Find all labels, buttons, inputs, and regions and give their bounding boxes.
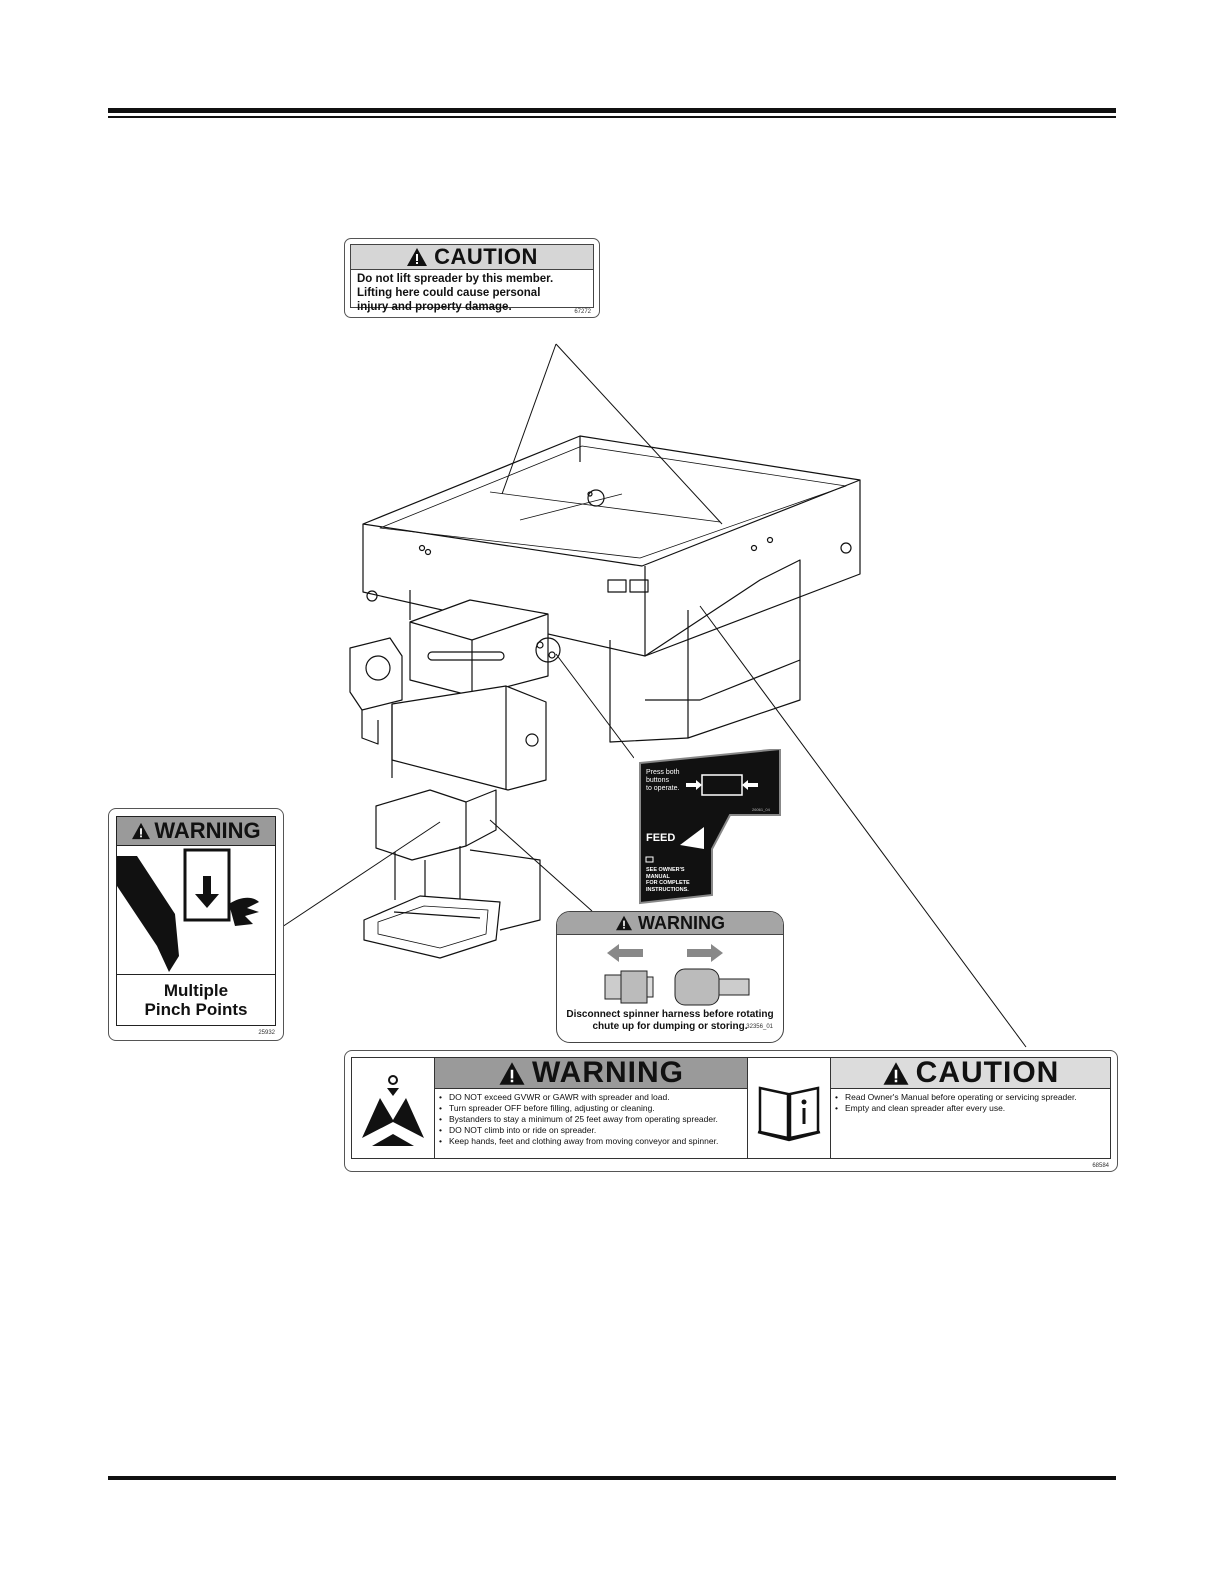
caution-item: Empty and clean spreader after every use… xyxy=(835,1103,1110,1114)
feed-see-line: INSTRUCTIONS. xyxy=(646,886,689,893)
warning-header: WARNING xyxy=(638,912,725,933)
feed-press-line: buttons xyxy=(646,777,669,784)
warning-item: Bystanders to stay a minimum of 25 feet … xyxy=(439,1114,747,1125)
hand-pinch-icon xyxy=(117,848,259,972)
feed-label-background xyxy=(639,749,781,905)
warning-spinner-decal: WARNING Disconnect spinner harness befor… xyxy=(556,911,784,1043)
caution-header: CAUTION xyxy=(915,1056,1060,1089)
warning-item: DO NOT exceed GVWR or GAWR with spreader… xyxy=(439,1092,747,1103)
feed-see-line: FOR COMPLETE xyxy=(646,880,690,886)
warning-triangle-icon xyxy=(499,1061,525,1085)
warning-line: Disconnect spinner harness before rotati… xyxy=(566,1009,774,1020)
feed-press-line: to operate. xyxy=(646,785,680,792)
warning-item: Turn spreader OFF before filling, adjust… xyxy=(439,1103,747,1114)
footer-rule xyxy=(108,1476,1116,1480)
warning-item: Keep hands, feet and clothing away from … xyxy=(439,1136,747,1147)
warning-header: WARNING xyxy=(154,818,261,843)
warning-line: Multiple xyxy=(163,981,229,1000)
spreader-symbol-icon xyxy=(362,1075,424,1146)
caution-lift-decal: CAUTION Do not lift spreader by this mem… xyxy=(344,238,600,318)
caution-line: injury and property damage. xyxy=(357,301,512,313)
warning-pinch-decal: WARNING Multiple Pinch Points 25932 xyxy=(108,808,284,1041)
warning-item: DO NOT climb into or ride on spreader. xyxy=(439,1125,747,1136)
warning-header: WARNING xyxy=(532,1056,684,1089)
warning-triangle-icon xyxy=(616,915,632,931)
decal-code: 25932 xyxy=(258,1030,275,1036)
feed-press-line: Press both xyxy=(646,769,680,776)
warning-line: Pinch Points xyxy=(144,1000,248,1019)
caution-line: Do not lift spreader by this member. xyxy=(357,273,554,285)
caution-header: CAUTION xyxy=(434,244,538,269)
connector-icon xyxy=(604,944,750,1006)
warning-triangle-icon xyxy=(132,822,151,840)
caution-line: Lifting here could cause personal xyxy=(357,287,541,299)
header-rule-thick xyxy=(108,108,1116,113)
warning-triangle-icon xyxy=(883,1061,909,1085)
warning-triangle-icon xyxy=(407,248,428,266)
decal-code: 68584 xyxy=(1092,1163,1109,1169)
decal-code: 67272 xyxy=(574,309,591,315)
arrow-icon xyxy=(607,944,643,962)
feed-see-line: MANUAL xyxy=(646,873,670,880)
feed-see-line: SEE OWNER'S xyxy=(646,867,685,873)
decal-code: 26061_04 xyxy=(752,807,770,812)
decal-code: 32356_01 xyxy=(746,1024,773,1030)
manual-book-icon xyxy=(757,1086,821,1142)
header-rule-thin xyxy=(108,116,1116,118)
safety-decal-main: WARNING DO NOT exceed GVWR or GAWR with … xyxy=(344,1050,1118,1172)
caution-item: Read Owner's Manual before operating or … xyxy=(835,1092,1110,1103)
feed-control-decal: Press both buttons to operate. FEED SEE … xyxy=(634,749,786,907)
arrow-icon xyxy=(687,944,723,962)
feed-title: FEED xyxy=(646,832,676,844)
warning-line: chute up for dumping or storing. xyxy=(592,1021,748,1032)
